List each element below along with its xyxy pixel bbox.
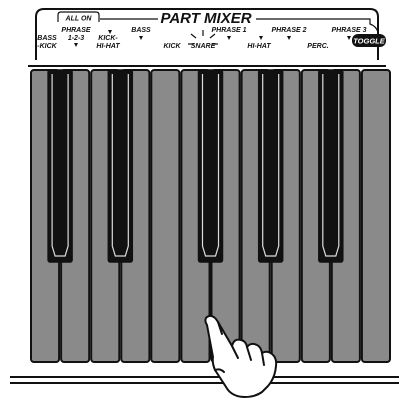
label-hihat: HI-HAT xyxy=(247,43,271,50)
toggle-button[interactable]: TOGGLE xyxy=(352,34,386,47)
part-labels: BASS -KICK PHRASE 1-2-3 KICK- HI-HAT BAS… xyxy=(37,27,366,50)
label-bass-kick-2: -KICK xyxy=(37,43,57,50)
black-key-3[interactable] xyxy=(199,70,223,262)
label-snare: SNARE xyxy=(191,43,216,50)
all-on-tab[interactable]: ALL ON xyxy=(58,12,99,23)
white-key-12[interactable] xyxy=(362,70,390,362)
label-kick: KICK xyxy=(163,43,181,50)
toggle-label: TOGGLE xyxy=(353,37,386,46)
label-phrase-123-1: PHRASE xyxy=(61,27,91,34)
black-key-5[interactable] xyxy=(319,70,343,262)
label-bass: BASS xyxy=(131,27,151,34)
all-on-label: ALL ON xyxy=(65,16,93,23)
panel-title: PART MIXER xyxy=(160,10,251,27)
white-key-5[interactable] xyxy=(151,70,179,362)
label-bass-kick-1: BASS xyxy=(37,35,57,42)
black-key-4[interactable] xyxy=(259,70,283,262)
control-panel: ALL ON PART MIXER BASS -KICK PHRASE 1-2-… xyxy=(28,9,386,66)
label-phrase-2: PHRASE 2 xyxy=(271,27,306,34)
label-kick-hihat-2: HI-HAT xyxy=(96,43,120,50)
black-key-1[interactable] xyxy=(48,70,72,262)
label-kick-hihat-1: KICK- xyxy=(98,35,118,42)
black-key-2[interactable] xyxy=(108,70,132,262)
label-perc: PERC. xyxy=(307,43,328,50)
label-phrase-123-2: 1-2-3 xyxy=(68,35,84,42)
label-phrase-3: PHRASE 3 xyxy=(331,27,366,34)
keyboard xyxy=(10,68,399,383)
label-phrase-1: PHRASE 1 xyxy=(211,27,246,34)
